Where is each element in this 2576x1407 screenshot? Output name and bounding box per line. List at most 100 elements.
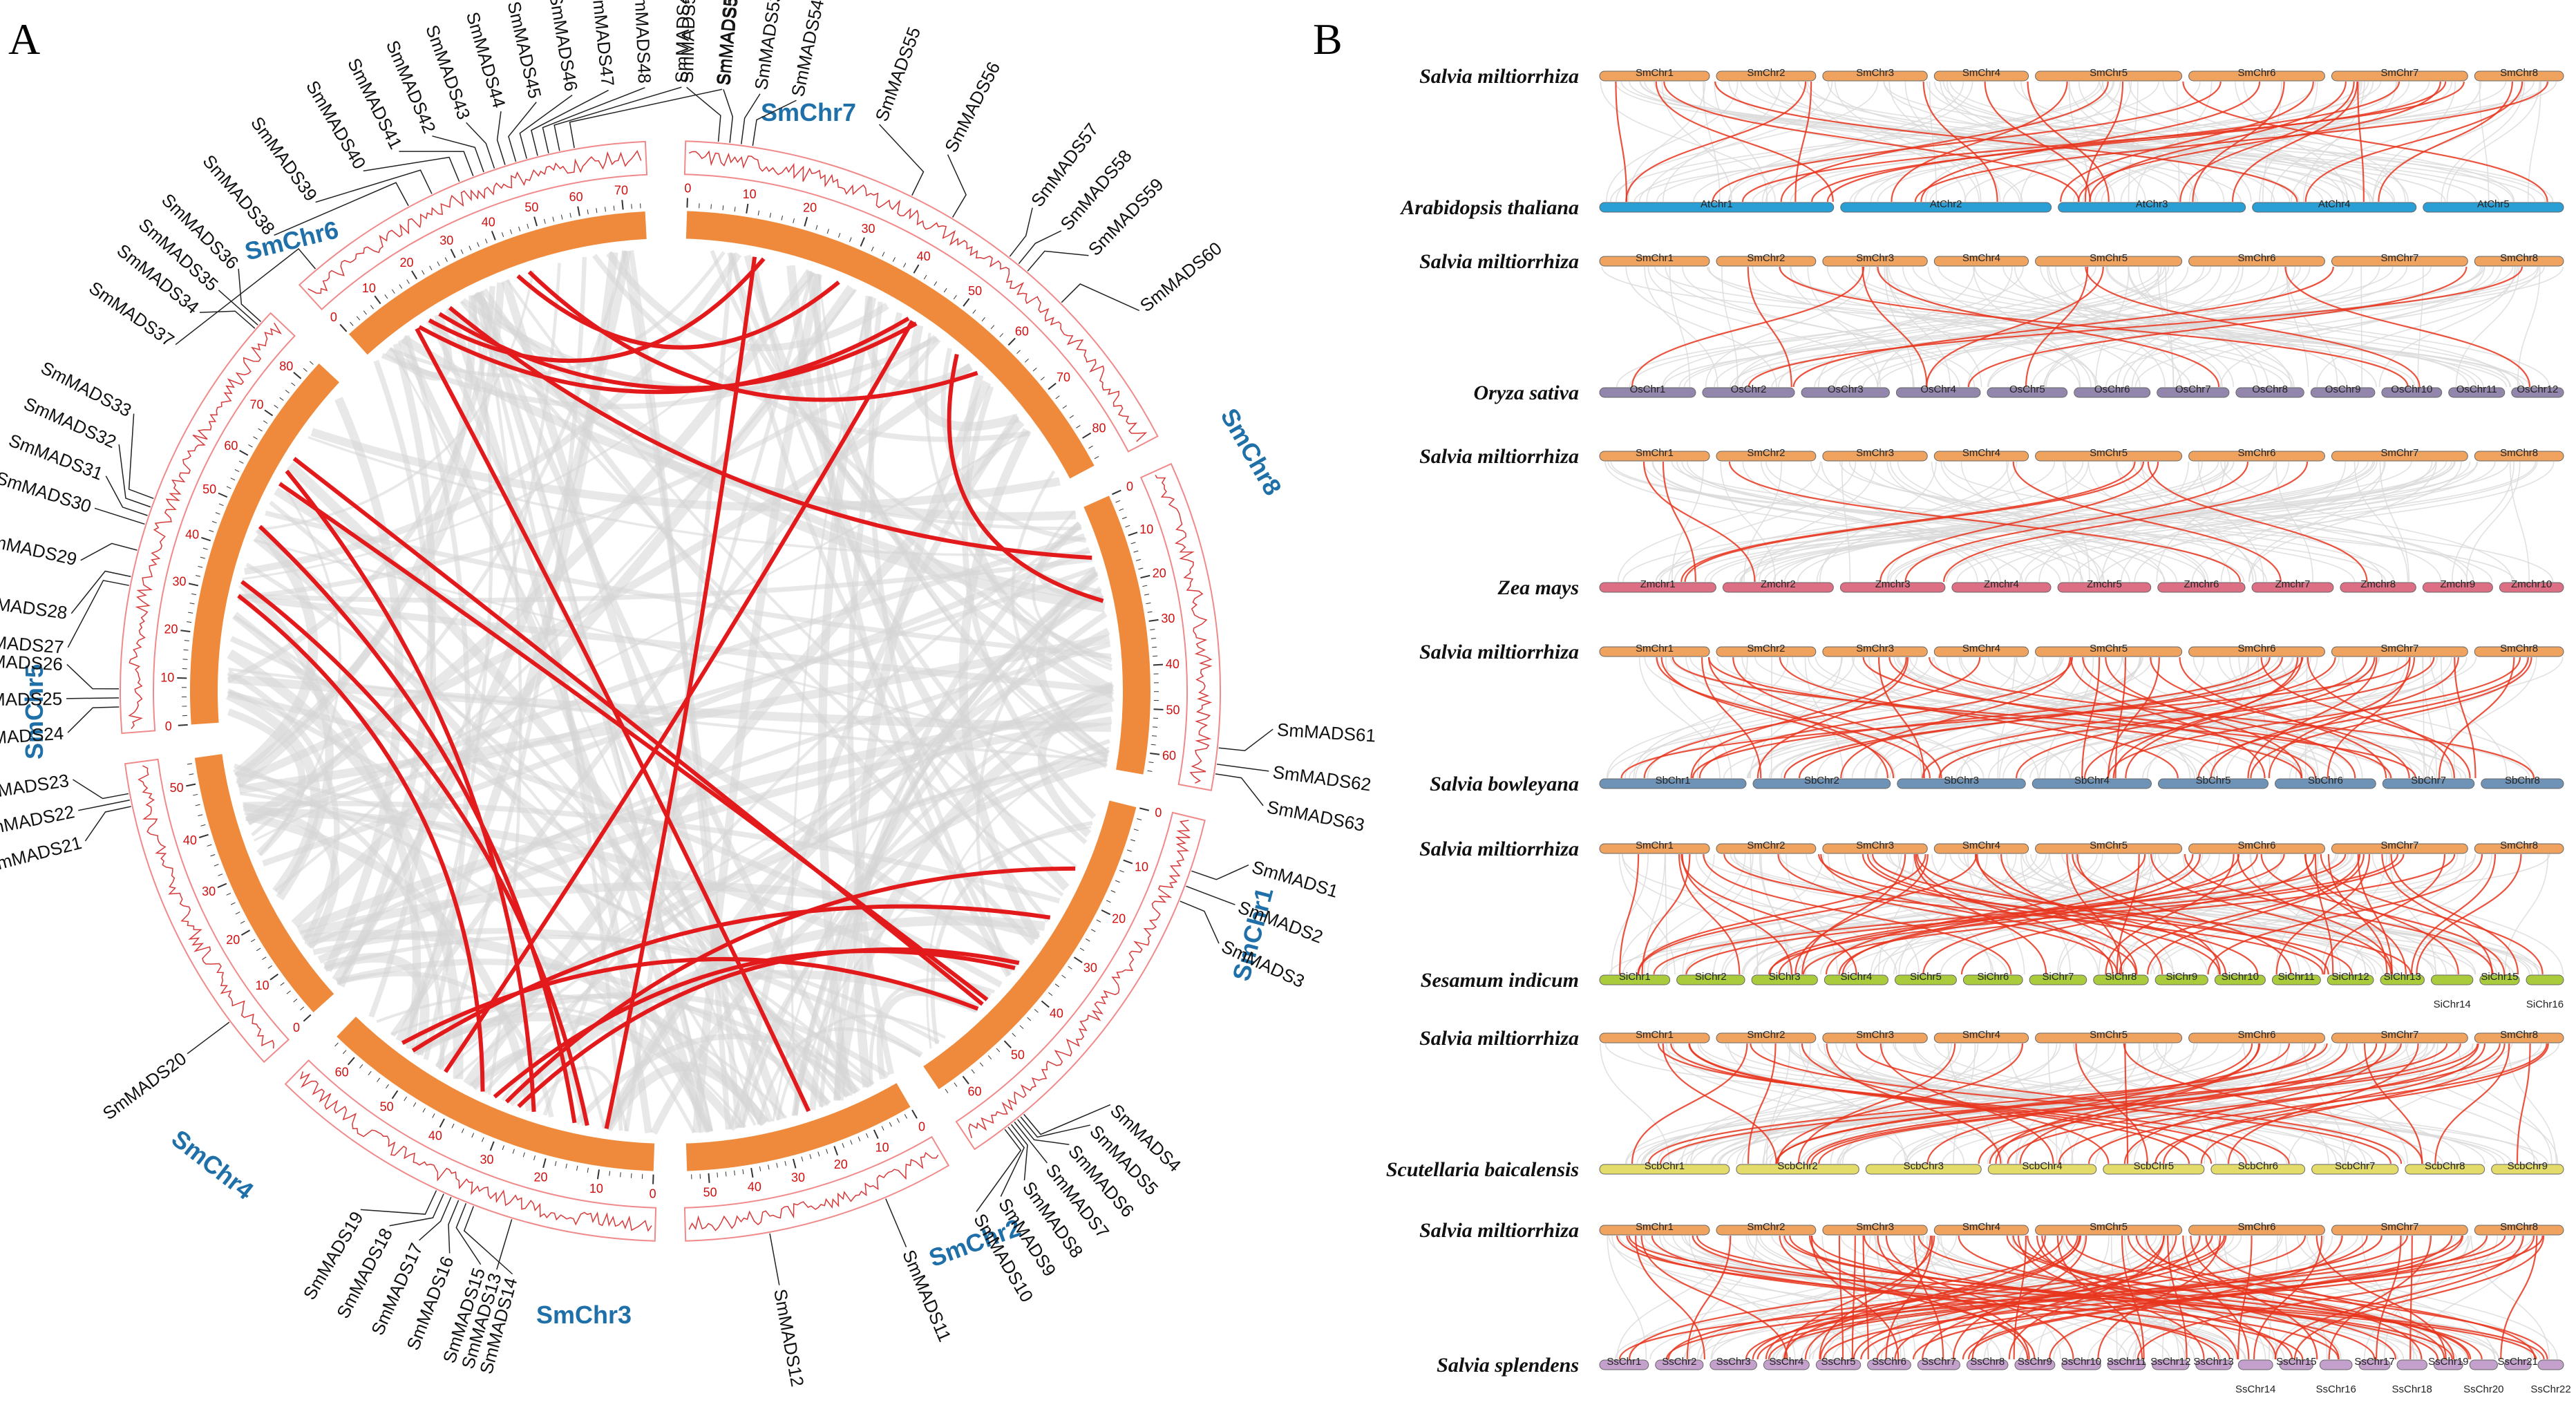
background-synteny-link: [2302, 81, 2365, 202]
background-link: [940, 348, 1087, 543]
background-synteny-link: [2457, 1043, 2553, 1164]
tick-mark: [996, 1048, 1001, 1052]
tick-label: 40: [1166, 657, 1180, 671]
background-synteny-link: [1869, 461, 2268, 583]
chromosome-bar-label: SiChr5: [1910, 971, 1942, 983]
tick-mark: [784, 1160, 787, 1166]
background-synteny-link: [1646, 81, 1833, 202]
orthologous-gene-link: [1637, 853, 1926, 975]
orthologous-gene-link: [1708, 657, 1889, 779]
chromosome-bar: [1716, 646, 1817, 657]
orthologous-gene-link: [1810, 1235, 1900, 1360]
gene-label-connector: [1009, 207, 1033, 257]
tick-mark: [422, 1108, 426, 1113]
orthologous-gene-link: [2327, 853, 2388, 975]
tick-mark: [214, 864, 219, 867]
gene-label-connector: [1191, 865, 1249, 880]
chromosome-bar: [1897, 778, 2026, 789]
tick-label: 30: [791, 1171, 805, 1184]
orthologous-gene-link: [1926, 266, 2104, 388]
orthologous-gene-link: [1806, 1043, 2402, 1164]
orthologous-gene-link: [2089, 81, 2347, 202]
chromosome-bar-label: SmChr1: [1636, 67, 1674, 79]
gene-label-connector: [947, 154, 967, 218]
chromosome-bar-label: SmChr7: [2380, 1221, 2418, 1233]
background-synteny-link: [1610, 81, 2100, 202]
background-synteny-link: [1655, 461, 2228, 583]
gene-label-connector: [118, 444, 151, 508]
gene-label: SmMADS44: [462, 10, 510, 111]
tick-mark: [215, 512, 220, 515]
orthologous-gene-link: [1797, 1043, 1956, 1164]
orthologous-gene-link: [2357, 81, 2365, 202]
background-synteny-link: [2155, 1043, 2461, 1164]
chromosome-bar: [2358, 1359, 2391, 1370]
background-synteny-link: [1817, 266, 1976, 388]
tick-mark: [218, 874, 223, 876]
chromosome-bar: [1763, 1359, 1810, 1370]
chromosome-bar: [2331, 451, 2468, 462]
tick-mark: [981, 317, 985, 322]
background-synteny-link: [2430, 657, 2508, 779]
tick-mark: [207, 844, 212, 847]
gene-label-connector: [1218, 728, 1273, 752]
tick-label: 50: [524, 200, 538, 214]
background-synteny-link: [1622, 853, 1806, 975]
chromosome-bar-label: SbChr6: [2308, 775, 2343, 786]
background-synteny-link: [2053, 1235, 2325, 1360]
chromosome-bar: [1987, 1164, 2097, 1175]
gene-label: SmMADS27: [0, 630, 64, 657]
background-synteny-link: [1771, 266, 2545, 388]
background-synteny-link: [2289, 657, 2528, 779]
orthologous-gene-link: [1680, 461, 2136, 583]
chromosome-bar-label: SmChr4: [1962, 67, 2000, 79]
chromosome-bar-label: SiChr4: [1840, 971, 1872, 983]
chromosome-bar: [1822, 256, 1928, 267]
tick-mark: [1140, 574, 1150, 579]
background-synteny-link: [1643, 853, 1666, 975]
chromosome-bar-label: SmChr4: [1962, 840, 2000, 851]
tick-label: 20: [1112, 912, 1126, 926]
chromosome-bar-label: AtChr5: [2477, 198, 2510, 210]
tick-mark: [198, 565, 203, 568]
gene-label-connector: [569, 88, 723, 149]
chromosome-bar-label: SsChr9: [2018, 1356, 2052, 1368]
orthologous-gene-link: [2190, 1235, 2318, 1360]
chromosome-bar: [1824, 974, 1888, 985]
chromosome-bar-label: SbChr3: [1944, 775, 1979, 786]
chromosome-bar: [2035, 646, 2183, 657]
orthologous-gene-link: [1863, 1235, 2293, 1360]
gene-label-connector: [78, 799, 130, 811]
background-synteny-link: [2134, 266, 2539, 388]
background-synteny-link: [2427, 657, 2537, 779]
orthologous-gene-link: [2056, 1235, 2143, 1360]
reference-species-label: Salvia miltiorrhiza: [1419, 445, 1579, 468]
tick-mark: [542, 1158, 547, 1169]
chromosome-bar-label: OsChr6: [2094, 384, 2130, 395]
chromosome-bar-label: SmChr8: [2500, 447, 2538, 459]
orthologous-gene-link: [2150, 853, 2392, 975]
orthologous-gene-link: [2231, 81, 2358, 202]
tick-mark: [873, 1129, 879, 1140]
tick-mark: [1133, 550, 1139, 553]
orthologous-gene-link: [2205, 1235, 2455, 1360]
tick-mark: [240, 929, 251, 936]
tick-mark: [239, 450, 249, 456]
background-synteny-link: [2275, 461, 2313, 583]
chromosome-bar: [2474, 843, 2564, 854]
background-link: [251, 250, 628, 837]
chromosome-bar: [1716, 256, 1817, 267]
reference-species-label: Salvia miltiorrhiza: [1419, 65, 1579, 88]
orthologous-gene-link: [1698, 657, 2074, 779]
gene-label-connector: [1061, 283, 1140, 312]
background-synteny-link: [2352, 1043, 2535, 1164]
chromosome-bar: [2481, 778, 2564, 789]
chromosome-bar: [1840, 202, 2052, 213]
chromosome-bar: [1933, 1225, 2029, 1236]
tick-mark: [240, 920, 245, 924]
tick-mark: [565, 1163, 567, 1169]
orthologous-gene-link: [1912, 1235, 2488, 1360]
orthologous-gene-link: [2058, 1043, 2479, 1164]
